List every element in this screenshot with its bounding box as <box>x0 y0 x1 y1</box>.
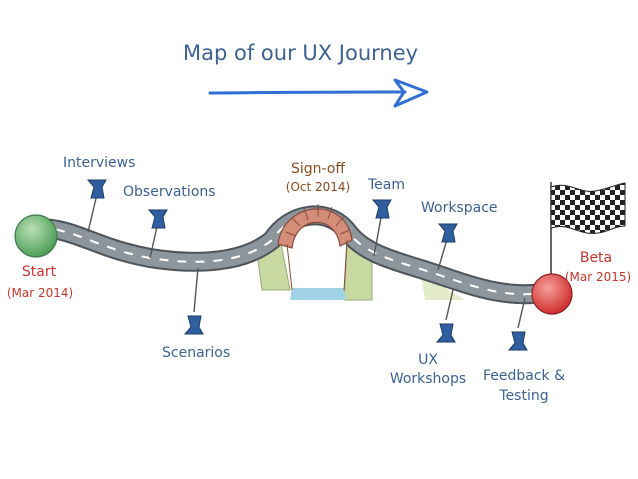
pin-scenarios <box>183 267 204 335</box>
pin-label-observations: Observations <box>123 184 216 200</box>
bridge <box>277 204 353 291</box>
pin-interviews <box>86 179 107 233</box>
beta-marker <box>531 273 573 315</box>
page-title: Map of our UX Journey <box>183 41 419 65</box>
pin-label-feedback-line2: Testing <box>499 388 549 404</box>
pin-workspace <box>437 223 458 271</box>
finish-flag <box>550 182 626 288</box>
title-arrow <box>208 78 429 108</box>
start-label: Start <box>21 264 57 280</box>
beta-date: (Mar 2015) <box>564 270 632 284</box>
pin-label-ux-workshops-line2: Workshops <box>389 371 467 387</box>
pin-team <box>371 199 392 257</box>
pin-ux-workshops <box>435 289 456 343</box>
signoff-label: Sign-off <box>290 161 346 177</box>
pin-observations <box>147 209 168 259</box>
pin-label-workspace: Workspace <box>421 200 498 216</box>
pin-label-scenarios: Scenarios <box>162 345 231 361</box>
pin-label-ux-workshops-line1: UX <box>418 352 438 368</box>
beta-label: Beta <box>579 250 613 266</box>
pin-label-feedback-line1: Feedback & <box>482 368 566 384</box>
signoff-date: (Oct 2014) <box>285 180 351 194</box>
pin-label-interviews: Interviews <box>63 155 136 171</box>
pin-feedback-testing <box>507 297 528 351</box>
start-marker <box>14 214 58 258</box>
start-date: (Mar 2014) <box>6 286 74 300</box>
pin-label-team: Team <box>368 177 406 193</box>
